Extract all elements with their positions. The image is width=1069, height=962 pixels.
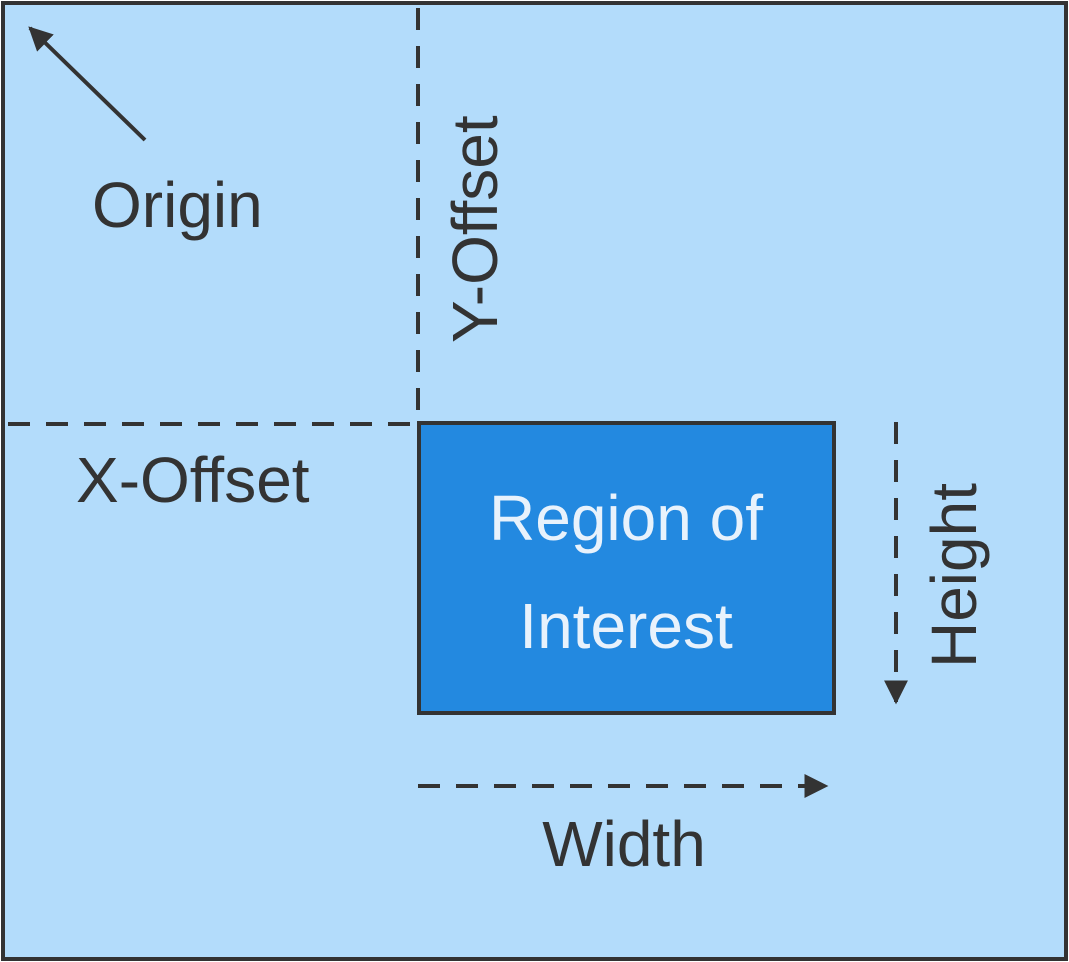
roi-label-line2: Interest	[519, 590, 733, 662]
origin-label: Origin	[92, 169, 263, 241]
width-label: Width	[542, 808, 706, 880]
origin-arrow	[28, 26, 147, 142]
x-offset-label: X-Offset	[76, 444, 310, 516]
region-of-interest	[417, 421, 836, 715]
height-label: Height	[918, 483, 990, 668]
roi-label-line1: Region of	[489, 482, 763, 554]
y-offset-label: Y-Offset	[439, 115, 511, 343]
